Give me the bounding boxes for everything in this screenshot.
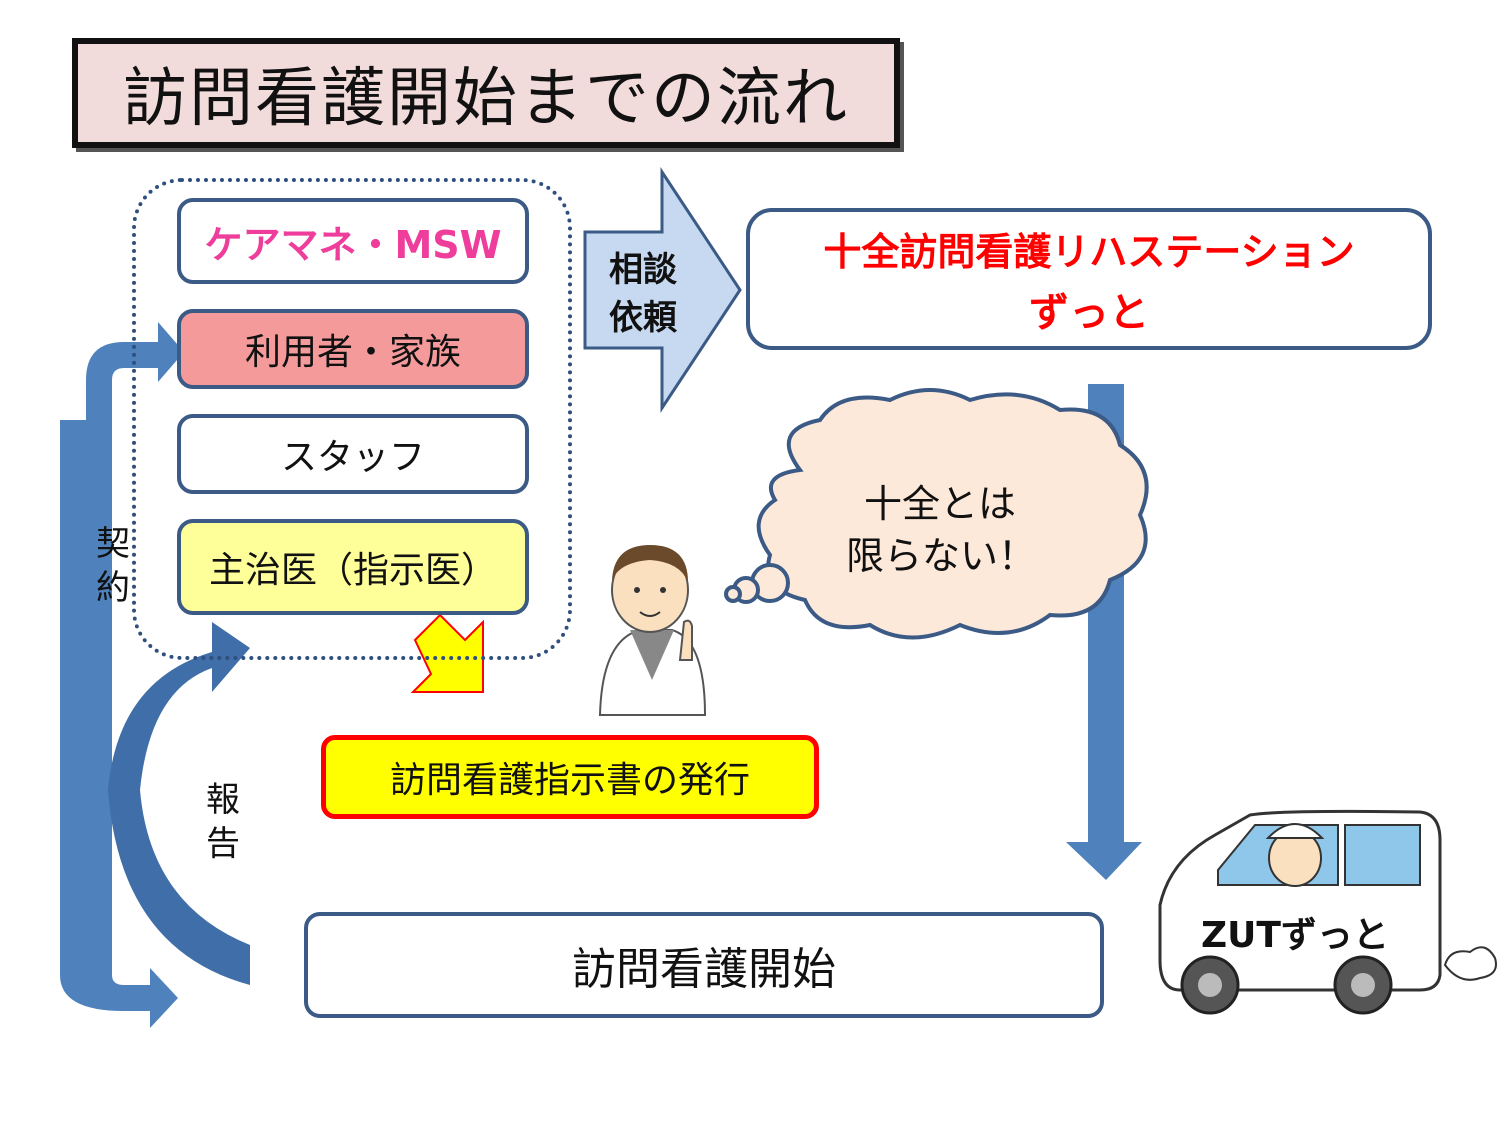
order-issue-box: 訪問看護指示書の発行 [321, 735, 819, 819]
cloud-line1: 十全とは [864, 482, 1017, 526]
visit-start-box: 訪問看護開始 [304, 912, 1104, 1018]
consult-label: 相談 依頼 [598, 246, 688, 342]
contract-arrow [60, 322, 184, 1028]
report-label-char1: 報 [206, 780, 240, 820]
staff-box: スタッフ [177, 414, 529, 494]
care-manager-box: ケアマネ・MSW [177, 198, 529, 284]
consult-arrow [583, 167, 742, 413]
contract-label: 契 約 [93, 522, 133, 610]
cloud-text: 十全とは 限らない！ [846, 478, 1056, 582]
contract-label-char2: 約 [96, 568, 130, 608]
station-name: 十全訪問看護リハステーション [823, 229, 1355, 274]
stakeholder-group [132, 178, 572, 660]
doctor-illustration [598, 545, 707, 716]
report-label: 報 告 [203, 778, 243, 866]
station-box: 十全訪問看護リハステーション ずっと [746, 208, 1432, 350]
car-illustration [1158, 809, 1497, 1015]
consult-label-line2: 依頼 [609, 298, 677, 338]
contract-label-char1: 契 [96, 524, 130, 564]
user-family-box: 利用者・家族 [177, 309, 529, 389]
page-title: 訪問看護開始までの流れ [72, 38, 900, 148]
cloud-line2: 限らない！ [846, 534, 1037, 578]
car-label: ZUTずっと [1201, 915, 1389, 956]
consult-label-line1: 相談 [609, 250, 677, 290]
report-arrow [108, 622, 250, 985]
doctor-box: 主治医（指示医） [177, 519, 529, 615]
thought-cloud [724, 388, 1149, 640]
report-label-char2: 告 [206, 824, 240, 864]
station-subname: ずっと [1029, 289, 1149, 336]
